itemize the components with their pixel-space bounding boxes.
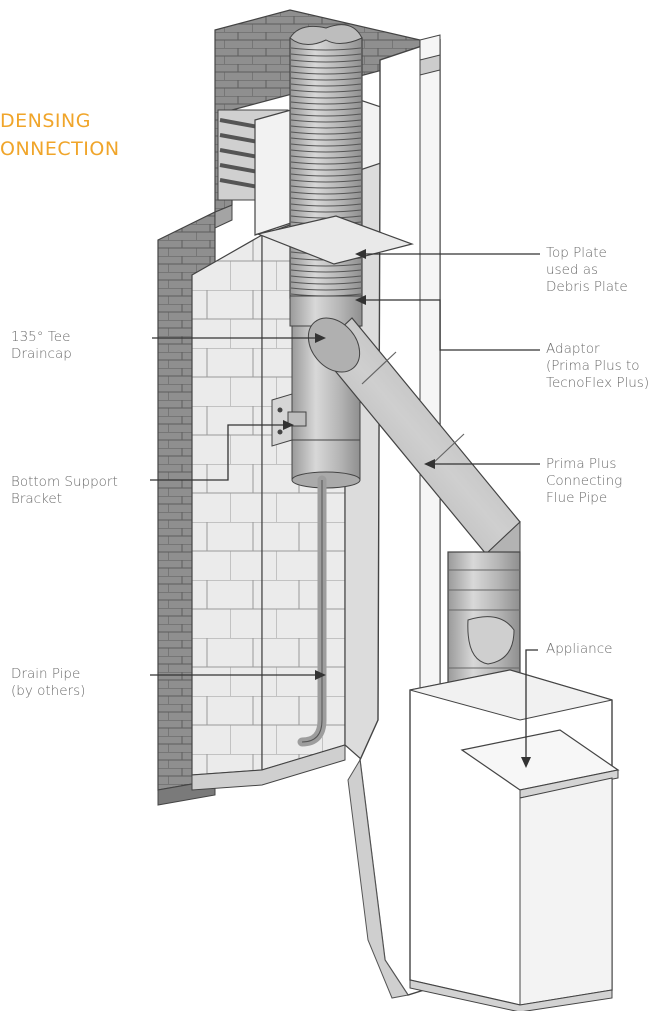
bottom-support-bracket xyxy=(271,393,307,447)
label-tee-draincap: 135° Tee Draincap xyxy=(11,329,72,363)
label-line: Bracket xyxy=(11,491,63,507)
label-adaptor: Adaptor (Prima Plus to TecnoFlex Plus) xyxy=(546,341,649,392)
label-top-plate: Top Plate used as Debris Plate xyxy=(546,245,628,296)
leader-appliance xyxy=(525,649,538,760)
label-line: used as xyxy=(546,262,599,278)
heading-line-1: DENSING xyxy=(0,110,91,132)
top-plate xyxy=(255,215,415,265)
leader-bracket xyxy=(150,424,286,481)
leader-arrowheads xyxy=(283,249,531,768)
appliance-unit xyxy=(409,669,620,1011)
label-line: Prima Plus xyxy=(546,456,617,472)
label-line: (Prima Plus to xyxy=(546,358,640,374)
label-line: 135° Tee xyxy=(11,329,71,345)
label-prima-plus: Prima Plus Connecting Flue Pipe xyxy=(546,456,622,507)
label-line: Appliance xyxy=(546,641,613,657)
label-line: Bottom Support xyxy=(11,474,118,490)
heading-line-2: ONNECTION xyxy=(0,138,120,160)
label-bottom-support-bracket: Bottom Support Bracket xyxy=(11,474,118,508)
prima-plus-connecting-flue-pipe xyxy=(307,317,521,693)
label-line: (by others) xyxy=(11,683,86,699)
label-line: Draincap xyxy=(11,346,72,362)
label-line: Top Plate xyxy=(546,245,607,261)
label-line: TecnoFlex Plus) xyxy=(546,375,650,391)
label-appliance: Appliance xyxy=(546,641,612,658)
label-line: Flue Pipe xyxy=(546,490,608,506)
leader-lines xyxy=(150,253,540,760)
label-line: Drain Pipe xyxy=(11,666,81,682)
label-drain-pipe: Drain Pipe (by others) xyxy=(11,666,85,700)
label-line: Debris Plate xyxy=(546,279,628,295)
label-line: Adaptor xyxy=(546,341,600,357)
label-line: Connecting xyxy=(546,473,623,489)
leader-adaptor xyxy=(363,299,540,351)
